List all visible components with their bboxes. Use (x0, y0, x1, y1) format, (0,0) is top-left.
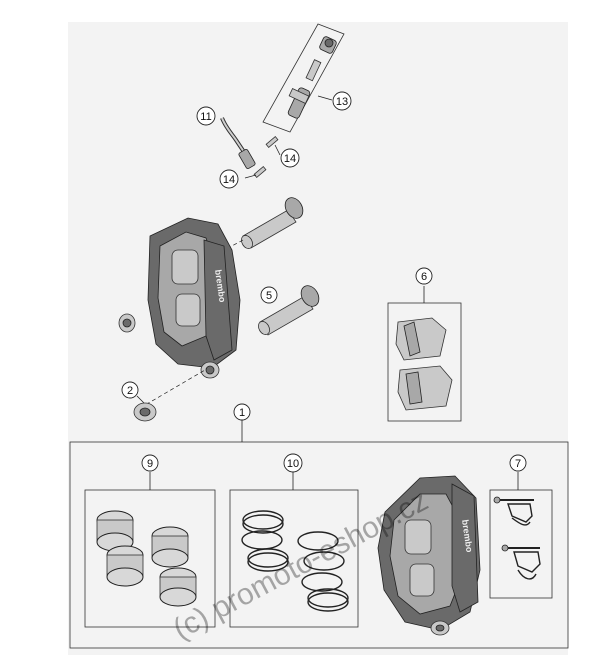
callout-label: 11 (200, 111, 211, 123)
callout-13: 13 (332, 91, 352, 111)
callout-7: 7 (509, 454, 527, 472)
callout-6: 6 (415, 267, 433, 285)
brake-pads-box (387, 302, 462, 422)
callout-2: 2 (121, 381, 139, 399)
caliper-brand-text: brembo (213, 269, 228, 304)
callout-5: 5 (260, 286, 278, 304)
pad-retaining-pins (493, 496, 541, 580)
callout-1: 1 (233, 403, 251, 421)
callout-label: 6 (421, 271, 427, 283)
brake-caliper-kit: brembo (377, 475, 481, 636)
pad-pin-box (489, 489, 553, 599)
callout-label: 7 (515, 458, 521, 470)
callout-label: 2 (127, 385, 133, 397)
washer-upper (265, 136, 279, 148)
washer-lower (253, 166, 267, 178)
brake-pads (395, 317, 453, 411)
guide-pin-lower (258, 285, 320, 336)
leader-13 (317, 95, 333, 101)
callout-label: 9 (147, 458, 153, 470)
callout-9: 9 (141, 454, 159, 472)
callout-14-upper: 14 (280, 148, 300, 168)
callout-14-lower: 14 (219, 169, 239, 189)
caliper-kit-frame (69, 441, 569, 649)
pistons (96, 510, 197, 607)
callout-label: 14 (223, 174, 235, 186)
kit-caliper-brand-text: brembo (460, 519, 475, 554)
callout-11: 11 (196, 106, 216, 126)
callout-label: 14 (284, 153, 296, 165)
piston-seals (241, 510, 349, 612)
brake-caliper-main: brembo (118, 217, 241, 379)
seals-box (229, 489, 359, 628)
callout-label: 13 (336, 96, 348, 108)
callout-label: 1 (239, 407, 245, 419)
callout-label: 5 (266, 290, 272, 302)
brake-line-fitting (238, 149, 256, 169)
callout-label: 10 (287, 458, 299, 470)
callout-10: 10 (283, 453, 303, 473)
bleeder-kit-box (262, 23, 345, 133)
guide-pin-upper (241, 197, 304, 249)
